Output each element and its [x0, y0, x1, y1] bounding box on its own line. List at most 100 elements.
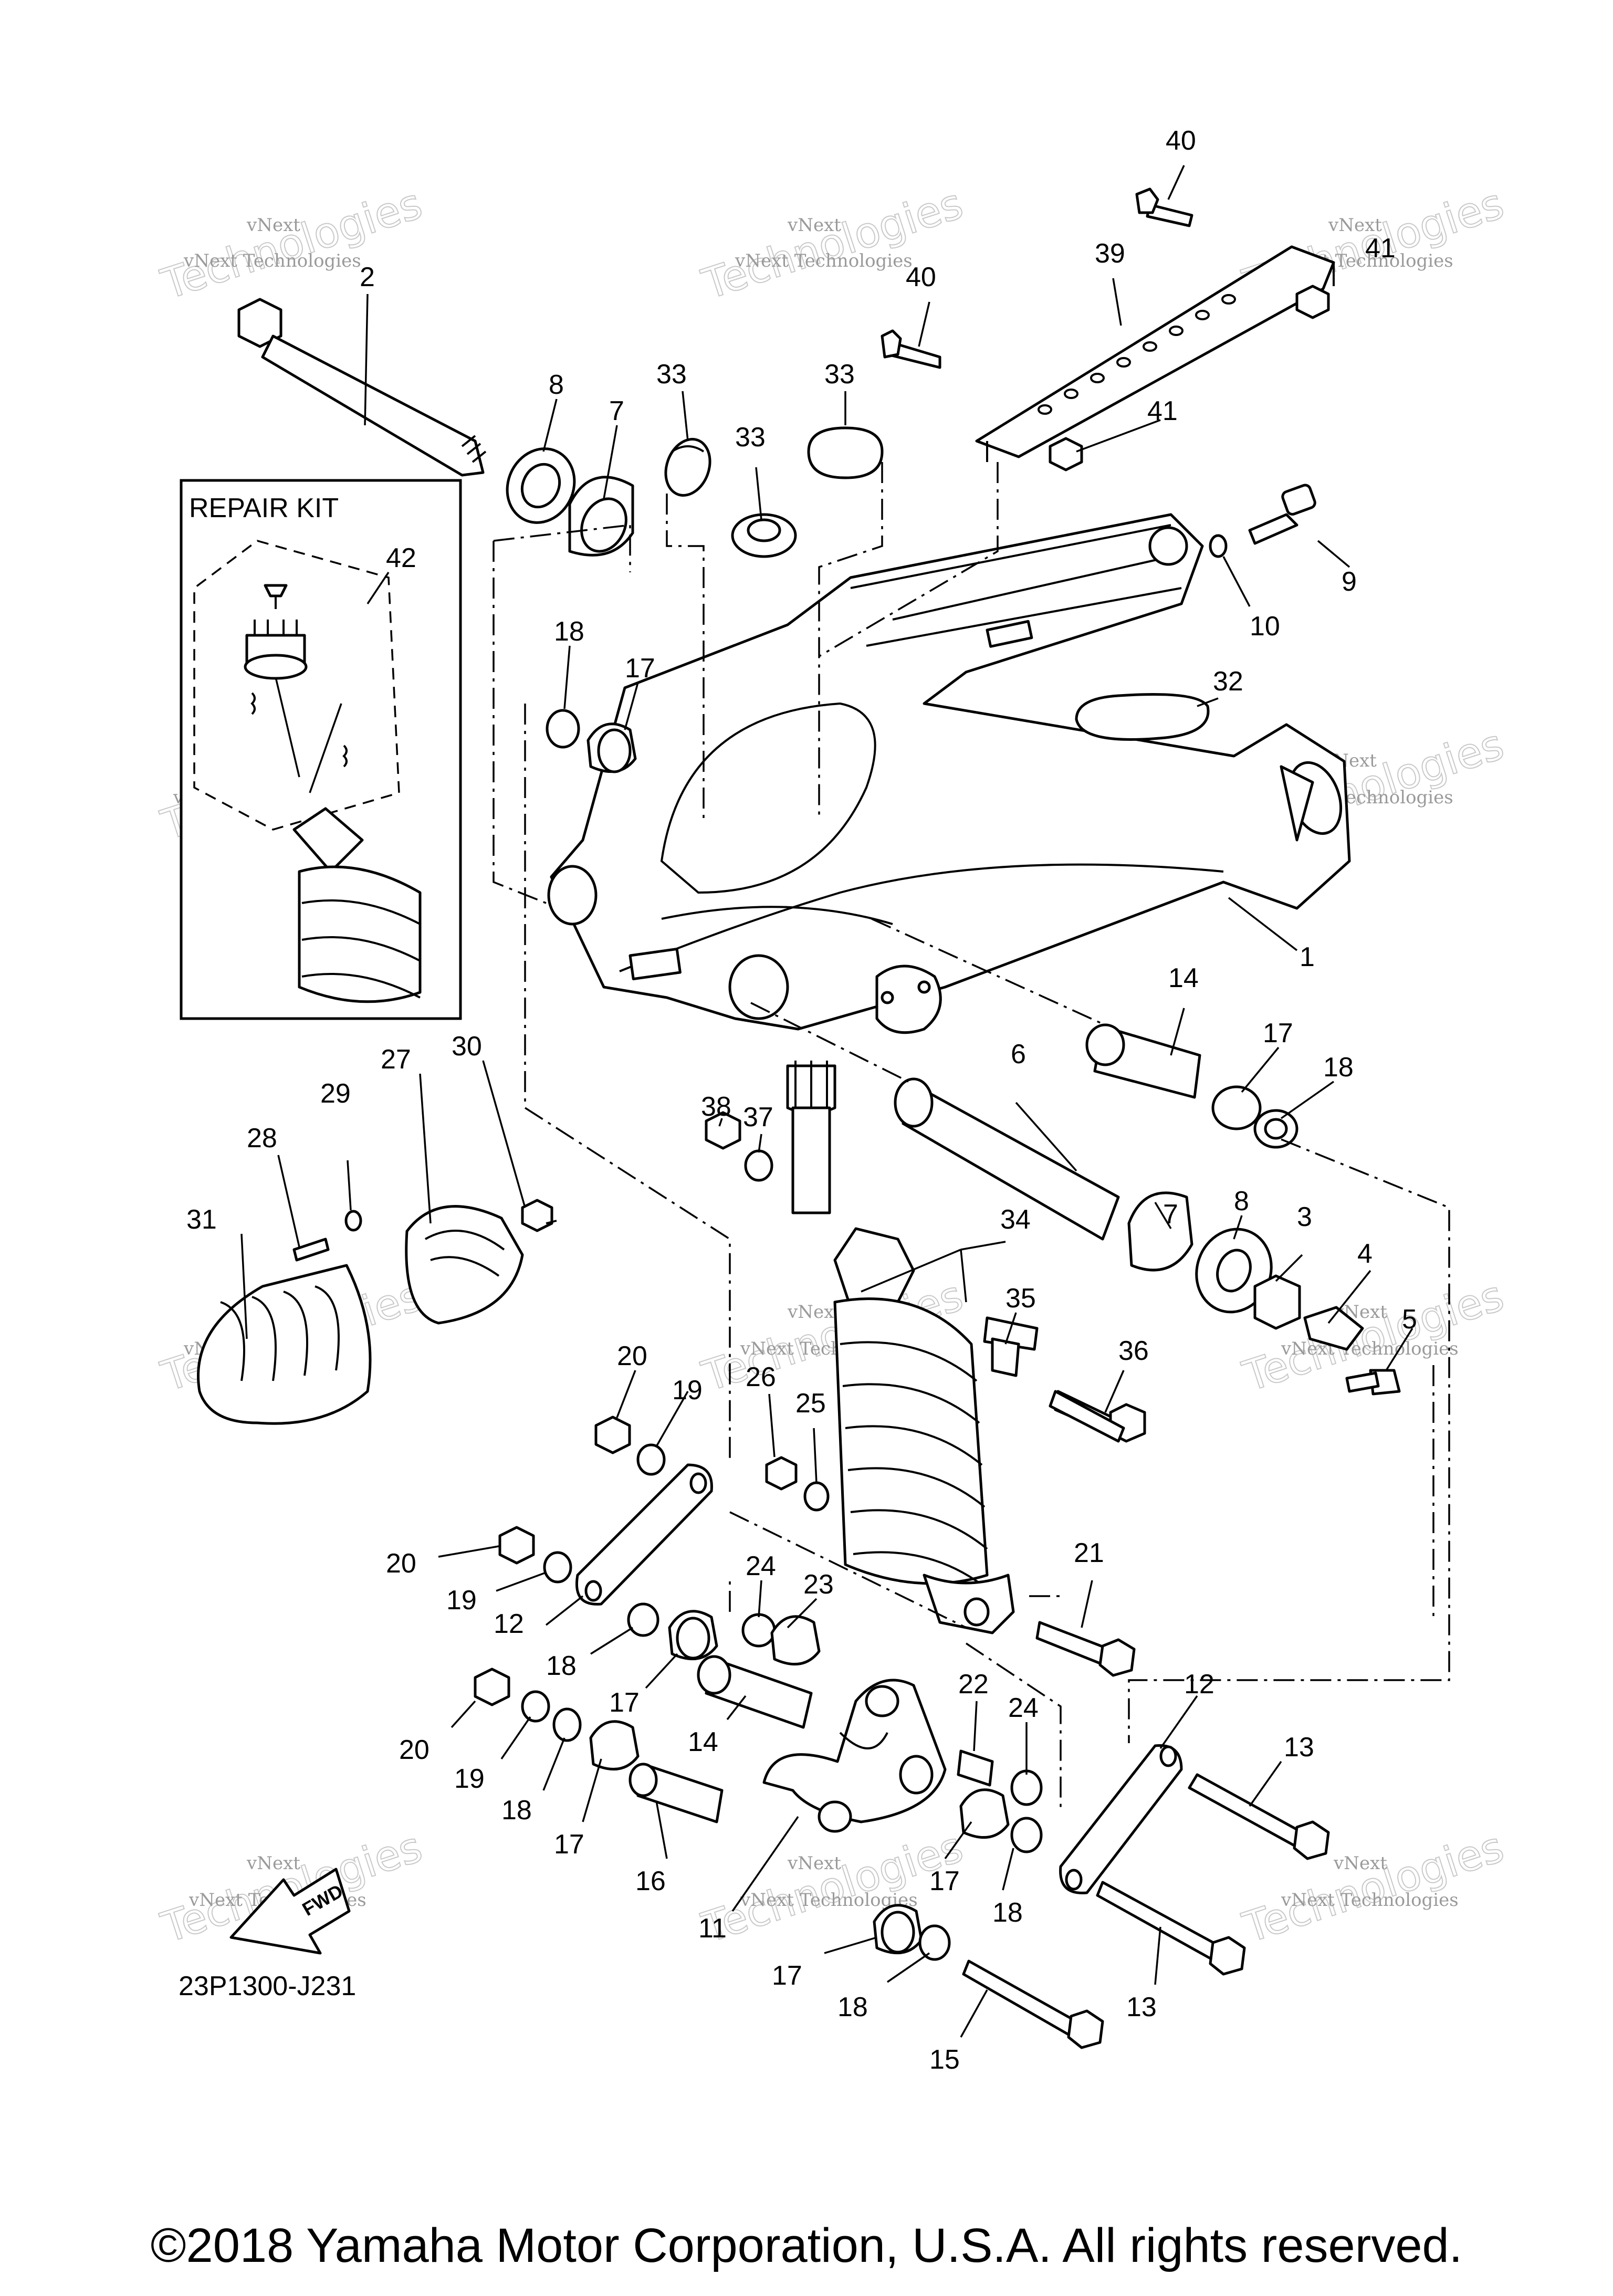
svg-text:vNext: vNext: [787, 1302, 841, 1323]
collars-right-mid: [957, 1749, 1043, 1853]
callout-38: 38: [701, 1092, 731, 1122]
collar-14-bearing-17-18: [1085, 1023, 1298, 1149]
callout-23: 23: [803, 1569, 834, 1600]
callout-33: 33: [656, 359, 687, 390]
callout-41: 41: [1365, 233, 1396, 264]
callout-2: 2: [360, 262, 375, 292]
svg-text:vNext: vNext: [246, 1853, 300, 1874]
callout-3: 3: [1297, 1202, 1312, 1232]
callout-19: 19: [672, 1375, 703, 1406]
callout-39: 39: [1095, 238, 1125, 269]
fwd-arrow-icon: FWD: [229, 1868, 351, 1955]
diagram-code: 23P1300-J231: [179, 1971, 356, 2001]
svg-text:vNext: vNext: [787, 215, 841, 236]
kit-shock-body: [298, 865, 422, 1003]
svg-text:vNext: vNext: [1328, 215, 1382, 236]
collar-and-bearing-top: [506, 447, 634, 557]
callout-37: 37: [743, 1102, 773, 1133]
callout-26: 26: [746, 1362, 776, 1392]
callout-31: 31: [186, 1204, 217, 1235]
callout-18c: 18: [546, 1651, 577, 1681]
callout-24b: 24: [1008, 1693, 1039, 1723]
callout-14: 14: [1168, 963, 1199, 993]
svg-text:vNext: vNext: [787, 1853, 841, 1874]
svg-text:Technologies: Technologies: [155, 179, 427, 309]
svg-text:vNext Technologies: vNext Technologies: [1281, 1338, 1459, 1359]
callout-36: 36: [1118, 1336, 1149, 1366]
plug-32: [1075, 693, 1210, 741]
bolt-21: [1035, 1621, 1136, 1677]
callout-33b: 33: [735, 422, 766, 453]
callout-7b: 7: [1163, 1199, 1178, 1230]
callout-17c: 17: [609, 1687, 640, 1718]
connecting-rod-12-right: [1059, 1744, 1183, 1894]
callout-24: 24: [746, 1551, 776, 1581]
callout-17b: 17: [1263, 1018, 1293, 1049]
callout-18e: 18: [992, 1897, 1023, 1928]
callout-17: 17: [625, 653, 655, 684]
callout-35: 35: [1005, 1283, 1036, 1314]
callout-11: 11: [698, 1913, 727, 1944]
watermark-top-left: Technologies vNext vNext Technologies: [155, 179, 428, 310]
callout-27: 27: [381, 1044, 411, 1075]
watermark-bottom-right: Technologies vNext vNext Technologies: [1237, 1822, 1510, 1953]
callout-30: 30: [452, 1031, 482, 1062]
callout-28: 28: [247, 1123, 277, 1154]
callout-9: 9: [1342, 567, 1357, 597]
spacer-18-17-upper: [546, 709, 637, 773]
kit-shock-top: [292, 807, 364, 873]
svg-text:vNext: vNext: [1333, 1853, 1387, 1874]
callout-22: 22: [958, 1669, 989, 1700]
callout-40: 40: [1166, 125, 1196, 156]
nuts-20-washers-19: [474, 1416, 666, 1723]
callout-20b: 20: [386, 1548, 416, 1579]
callout-16: 16: [635, 1866, 666, 1896]
bearing-17-washer-18-bolt-15: [873, 1904, 1104, 2049]
bolt-9-washer-10: [1209, 484, 1316, 558]
callout-17d: 17: [554, 1829, 584, 1860]
bolts-13: [1096, 1773, 1330, 1976]
callout-29: 29: [320, 1078, 351, 1109]
callout-8: 8: [549, 370, 564, 400]
callout-32: 32: [1213, 666, 1243, 697]
callout-17e: 17: [929, 1866, 960, 1896]
callout-12: 12: [494, 1609, 524, 1639]
callout-33c: 33: [824, 359, 855, 390]
connecting-rod-12-left: [575, 1463, 713, 1606]
callout-12b: 12: [1184, 1669, 1214, 1700]
svg-text:vNext Technologies: vNext Technologies: [183, 250, 361, 271]
assembly-lines: [493, 462, 1450, 1811]
callout-19c: 19: [454, 1764, 485, 1794]
svg-text:Technologies: Technologies: [1237, 1822, 1509, 1953]
callout-5: 5: [1402, 1304, 1417, 1335]
svg-text:42: 42: [386, 543, 416, 573]
svg-text:vNext Technologies: vNext Technologies: [735, 250, 913, 271]
nut-26-washer-25: [765, 1456, 830, 1512]
callout-19b: 19: [446, 1585, 477, 1616]
callout-13b: 13: [1126, 1992, 1157, 2022]
callout-4: 4: [1357, 1239, 1373, 1269]
repair-kit-panel: REPAIR KIT 42: [180, 479, 462, 1020]
svg-text:vNext Technologies: vNext Technologies: [1281, 1890, 1459, 1911]
callout-41b: 41: [1147, 396, 1178, 426]
collars-bearings-mid: [552, 1602, 821, 1823]
svg-text:vNext: vNext: [246, 215, 300, 236]
callout-20c: 20: [399, 1735, 430, 1765]
callout-7: 7: [609, 396, 624, 426]
callout-13: 13: [1284, 1732, 1314, 1763]
callout-1: 1: [1300, 942, 1315, 972]
callout-18d: 18: [501, 1795, 532, 1826]
callout-21: 21: [1074, 1538, 1104, 1568]
callout-10: 10: [1250, 611, 1280, 642]
shaft-6-and-nuts: [894, 1077, 1401, 1396]
bolt-36: [1049, 1390, 1125, 1443]
cover-27-flap-31: [197, 1199, 553, 1425]
repair-kit-label: REPAIR KIT: [189, 493, 339, 523]
callout-34: 34: [1000, 1204, 1031, 1235]
callout-8b: 8: [1234, 1186, 1249, 1217]
callout-25: 25: [795, 1388, 826, 1419]
callout-18f: 18: [837, 1992, 868, 2022]
callout-20: 20: [617, 1341, 647, 1371]
caps-33: [664, 426, 884, 558]
